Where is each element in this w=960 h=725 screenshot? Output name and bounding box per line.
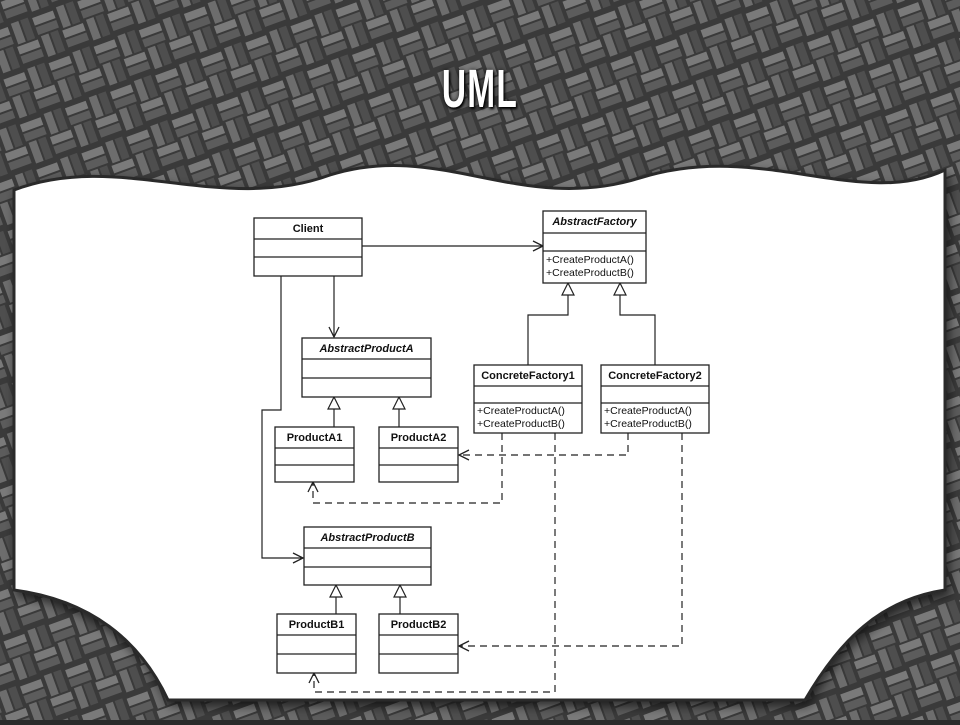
class-concretefactory1-method-2: +CreateProductB() (477, 418, 565, 430)
assoc-client-abstractproductb (261, 276, 303, 558)
class-abstractfactory-method-2: +CreateProductB() (546, 267, 634, 279)
class-productb1-name: ProductB1 (289, 619, 345, 631)
class-concretefactory1: ConcreteFactory1 +CreateProductA() +Crea… (473, 364, 583, 434)
class-producta1: ProductA1 (274, 426, 355, 483)
gen-concretefactory2 (620, 283, 656, 365)
class-concretefactory2: ConcreteFactory2 +CreateProductA() +Crea… (600, 364, 710, 434)
class-client: Client (253, 217, 363, 277)
class-concretefactory1-name: ConcreteFactory1 (481, 370, 575, 382)
class-abstractproductb-name: AbstractProductB (319, 532, 414, 544)
class-producta1-name: ProductA1 (287, 432, 343, 444)
class-concretefactory2-name: ConcreteFactory2 (608, 370, 702, 382)
class-producta2: ProductA2 (378, 426, 459, 483)
class-producta2-name: ProductA2 (391, 432, 447, 444)
dep-cf2-productb2 (459, 433, 683, 646)
class-concretefactory1-method-1: +CreateProductA() (477, 405, 565, 417)
gen-concretefactory1 (527, 283, 568, 365)
class-abstractfactory: AbstractFactory +CreateProductA() +Creat… (542, 210, 647, 284)
class-abstractproducta-name: AbstractProductA (318, 343, 413, 355)
class-abstractproductb: AbstractProductB (303, 526, 432, 586)
class-concretefactory2-method-1: +CreateProductA() (604, 405, 692, 417)
class-abstractproducta: AbstractProductA (301, 337, 432, 398)
dep-cf1-producta1 (313, 433, 503, 504)
dep-cf1-productb1 (314, 433, 556, 693)
class-abstractfactory-method-1: +CreateProductA() (546, 254, 634, 266)
slide-title: UML (441, 59, 519, 119)
class-productb1: ProductB1 (276, 613, 357, 674)
class-abstractfactory-name: AbstractFactory (551, 216, 637, 228)
dep-cf2-producta2 (459, 433, 629, 455)
class-client-name: Client (293, 223, 324, 235)
class-productb2-name: ProductB2 (391, 619, 447, 631)
class-concretefactory2-method-2: +CreateProductB() (604, 418, 692, 430)
class-productb2: ProductB2 (378, 613, 459, 674)
